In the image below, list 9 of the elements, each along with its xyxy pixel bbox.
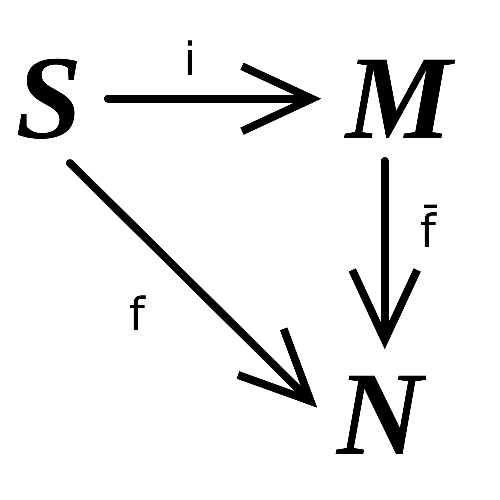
letter-symbol: S [18, 58, 78, 140]
arrow [348, 157, 422, 350]
letter-symbol: M [344, 60, 456, 138]
arrow-label: f̄ [421, 204, 438, 248]
arrow-label: i [188, 40, 192, 76]
arrow [66, 159, 318, 408]
arrow-label: f [130, 296, 146, 330]
letter-symbol: N [336, 376, 427, 454]
arrow [104, 62, 322, 136]
